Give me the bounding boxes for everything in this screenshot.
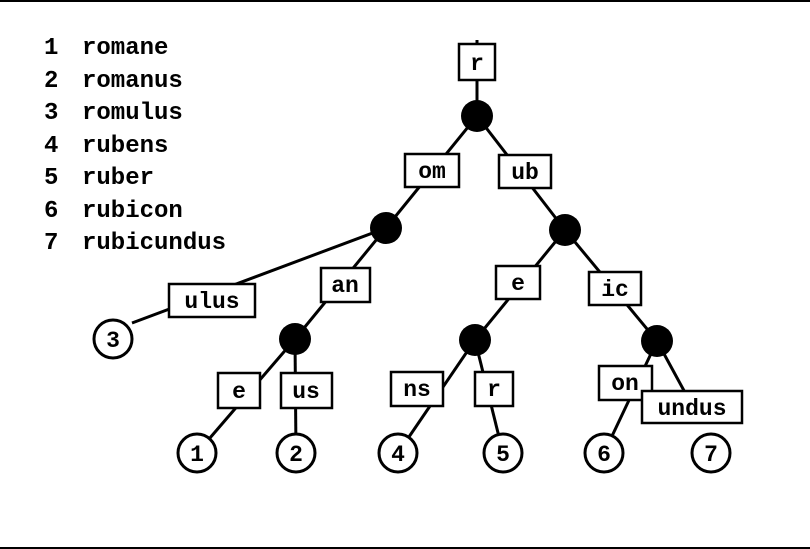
legend-word: romulus [82, 100, 183, 127]
edge-label-text: undus [657, 396, 726, 422]
leaf-node-1: 1 [176, 432, 218, 474]
legend: 1 romane 2 romanus 3 romulus 4 rubens 5 ruber… [44, 33, 226, 261]
leaf-number: 2 [289, 442, 303, 468]
legend-number: 3 [44, 100, 59, 127]
edge-label-text: e [511, 271, 525, 297]
edge-label-undus: undus [640, 389, 744, 425]
legend-row-1: 1 romane [44, 33, 226, 66]
leaf-number: 7 [704, 442, 718, 468]
internal-node [279, 323, 311, 355]
edge-label-text: an [331, 273, 359, 299]
legend-row-5: 5 ruber [44, 163, 226, 196]
leaf-number: 5 [496, 442, 510, 468]
edge-label-text: ns [403, 377, 431, 403]
edge-label-e-left: e [216, 371, 262, 410]
legend-word: rubens [82, 132, 169, 160]
edge-labels: r om ub ulus an e us e [167, 42, 744, 425]
leaf-node-5: 5 [482, 432, 524, 474]
leaf-node-3: 3 [92, 318, 134, 360]
bottom-rule [0, 547, 810, 549]
internal-node [370, 212, 402, 244]
edge-label-text: ic [601, 277, 629, 303]
internal-node [641, 325, 673, 357]
legend-row-3: 3 romulus [44, 98, 226, 131]
edge-label-text: ub [511, 160, 539, 186]
leaf-node-7: 7 [690, 432, 732, 474]
leaf-number: 6 [597, 442, 611, 468]
edge-label-text: e [232, 379, 246, 405]
legend-word: rubicundus [82, 230, 227, 257]
edge-label-text: on [611, 371, 639, 397]
legend-word: romanus [82, 67, 183, 95]
leaf-number: 3 [106, 328, 120, 354]
edge-label-ulus: ulus [167, 282, 257, 319]
edge-label-e-right: e [494, 264, 542, 301]
legend-word: ruber [82, 165, 155, 192]
leaf-node-6: 6 [583, 432, 625, 474]
edge-label-r: r [457, 42, 497, 82]
edge-label-an: an [319, 266, 372, 304]
legend-number: 4 [44, 132, 59, 160]
leaf-number: 4 [391, 442, 405, 468]
legend-number: 6 [44, 197, 59, 225]
internal-node [461, 100, 493, 132]
internal-node [549, 214, 581, 246]
edge-label-text: ulus [184, 289, 239, 315]
edge-label-ub: ub [497, 153, 553, 190]
edge-label-r-leaf: r [473, 370, 515, 408]
edge-label-text: r [470, 51, 484, 77]
top-rule [0, 0, 810, 2]
leaf-number: 1 [190, 442, 204, 468]
edge-label-ic: ic [587, 270, 643, 307]
edge-label-text: om [418, 159, 446, 185]
legend-row-6: 6 rubicon [44, 196, 226, 229]
legend-number: 2 [44, 67, 59, 95]
legend-row-2: 2 romanus [44, 66, 226, 99]
legend-word: romane [82, 35, 169, 62]
legend-number: 1 [44, 35, 59, 62]
legend-number: 7 [44, 230, 59, 257]
legend-row-7: 7 rubicundus [44, 228, 226, 261]
edge-label-text: us [292, 379, 320, 405]
edge-label-ns: ns [389, 370, 445, 408]
legend-row-4: 4 rubens [44, 131, 226, 164]
legend-number: 5 [44, 165, 59, 192]
edge-label-us: us [279, 371, 334, 410]
edge-label-text: r [487, 377, 501, 403]
leaf-node-2: 2 [275, 432, 317, 474]
internal-nodes [279, 100, 673, 357]
internal-node [459, 324, 491, 356]
edge-label-om: om [403, 152, 461, 189]
legend-word: rubicon [82, 197, 183, 225]
leaf-nodes: 1 2 3 4 5 6 7 [92, 318, 732, 474]
leaf-node-4: 4 [377, 432, 419, 474]
